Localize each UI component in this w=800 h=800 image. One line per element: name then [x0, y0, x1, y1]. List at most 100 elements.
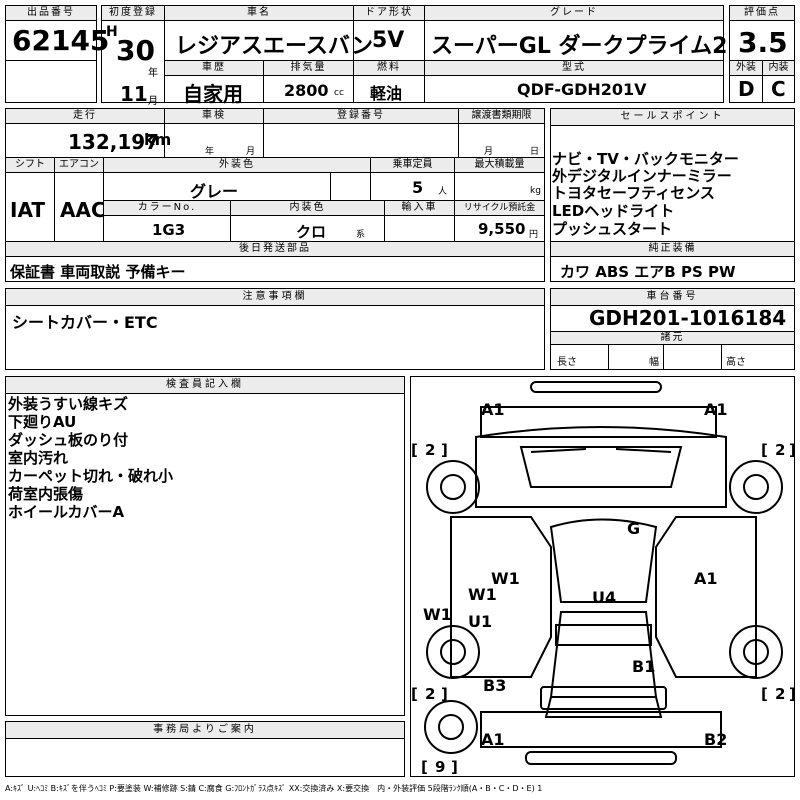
sales-point: プッシュスタート — [552, 220, 673, 238]
score: 3.5 — [738, 26, 788, 59]
score-label: 評価点 — [729, 5, 795, 21]
reg-year: 30 — [116, 34, 155, 67]
notes-label: 注意事項欄 — [6, 289, 544, 306]
recycle-label: リサイクル預託金 — [454, 200, 545, 216]
door-type: 5V — [372, 28, 405, 53]
damage-mark: U4 — [592, 588, 616, 607]
color-label: 外装色 — [103, 157, 371, 173]
lot-number-box: 出品番号 62145 — [5, 5, 109, 61]
car-diagram: A1 A1 G W1 A1 W1 U4 W1 U1 B1 B3 A1 B2 [2… — [411, 381, 794, 776]
history-label: 車歴 — [164, 60, 264, 76]
svg-text:[: [ — [761, 685, 768, 703]
mileage: 132,197 — [68, 130, 160, 154]
damage-mark: G — [627, 519, 640, 538]
grade-label: グレード — [424, 5, 724, 21]
lot-number-label: 出品番号 — [5, 5, 97, 21]
lot-number: 62145 — [12, 24, 110, 57]
divider — [663, 345, 664, 370]
exterior-color: グレー — [190, 182, 239, 201]
displacement: 2800 — [284, 81, 329, 100]
inspector-line: 室内汚れ — [8, 449, 69, 467]
divider — [54, 172, 55, 242]
sales-point: 外デジタルインナーミラー — [552, 167, 732, 185]
capacity-unit: 人 — [438, 187, 448, 197]
int-grade-label: 内装 — [762, 60, 795, 76]
damage-mark: A1 — [481, 730, 505, 749]
sales-point: LEDヘッドライト — [552, 202, 675, 220]
chassis-label: 車台番号 — [551, 289, 794, 306]
import-label: 輸入車 — [384, 200, 455, 216]
inspector-box: 検査員記入欄 — [5, 376, 405, 716]
length-label: 長さ — [557, 357, 577, 368]
height-label: 高さ — [726, 357, 746, 368]
damage-mark: A1 — [481, 400, 505, 419]
mileage-unit: km — [144, 130, 172, 149]
inspector-line: ホイールカバーA — [8, 503, 125, 521]
lot-number-lower — [5, 60, 97, 103]
fuel: 軽油 — [370, 84, 403, 103]
tire-spare: 9 — [435, 758, 445, 776]
chassis-box: 車台番号 GDH201-1016184 諸元 長さ 幅 高さ — [550, 288, 795, 370]
fuel-label: 燃料 — [353, 60, 425, 76]
air-conditioner: AAC — [60, 198, 106, 222]
damage-mark: A1 — [694, 569, 718, 588]
car-name: レジアスエースバン — [175, 34, 374, 59]
inspector-line: ダッシュ板のり付 — [8, 431, 129, 449]
displacement-box: 排気量 2800 cc — [263, 60, 354, 103]
svg-text:[: [ — [411, 685, 418, 703]
divider — [230, 215, 231, 242]
svg-text:]: ] — [441, 685, 448, 703]
damage-mark: W1 — [423, 605, 452, 624]
divider — [384, 215, 385, 242]
car-name-box: 車名 レジアスエースバン — [164, 5, 373, 61]
sales-points-box: セールスポイント — [550, 108, 795, 282]
regno-label: 登録番号 — [263, 108, 459, 124]
colorno-label: カラーNo. — [103, 200, 231, 216]
width-label: 幅 — [649, 357, 659, 368]
reg-month: 11 — [120, 82, 148, 106]
interior-color: クロ — [296, 223, 327, 241]
sales-point: ナビ・TV・バックモニター — [552, 150, 739, 168]
damage-mark: B2 — [704, 730, 727, 749]
svg-text:[: [ — [411, 441, 418, 459]
divider — [370, 172, 371, 200]
insp-year-unit: 年 — [205, 147, 215, 157]
door-label: ドア形状 — [353, 5, 425, 21]
transfer-day-unit: 日 — [530, 147, 540, 157]
divider — [458, 123, 459, 158]
grade-box: グレード スーパーGL ダークプライム2 — [424, 5, 727, 61]
tire-front-right: 2 — [775, 441, 785, 459]
year-unit: 年 — [148, 68, 158, 79]
legend: A:ｷｽﾞ U:ﾍｺﾐ B:ｷｽﾞを伴うﾍｺﾐ P:要塗装 W:補修跡 S:錆 … — [5, 784, 543, 793]
ext-grade-label: 外装 — [729, 60, 763, 76]
recycle-unit: 円 — [529, 230, 539, 240]
svg-text:[: [ — [761, 441, 768, 459]
notes-box: 注意事項欄 シートカバー・ETC — [5, 288, 545, 370]
mileage-label: 走行 — [5, 108, 165, 124]
chassis-number: GDH201-1016184 — [589, 306, 787, 330]
sales-points-label: セールスポイント — [551, 109, 794, 126]
int-grade: C — [771, 77, 786, 101]
model-label: 型式 — [424, 60, 724, 76]
car-history: 自家用 — [183, 82, 243, 106]
shift: IAT — [10, 198, 46, 222]
divider — [608, 345, 609, 370]
equipment: カワ ABS エアB PS PW — [560, 263, 736, 281]
int-grade-box: 内装 C — [762, 60, 795, 103]
displacement-unit: cc — [334, 88, 344, 98]
first-registration-label: 初度登録 — [101, 5, 165, 21]
transfer-month-unit: 月 — [484, 147, 494, 157]
office-box: 事務局よりご案内 — [5, 721, 405, 777]
inspector-line: カーペット切れ・破れ小 — [8, 467, 174, 485]
inspector-line: 下廻りAU — [8, 413, 77, 431]
color-number: 1G3 — [152, 221, 186, 239]
damage-mark: B1 — [632, 657, 655, 676]
score-box: 評価点 3.5 — [729, 5, 795, 61]
inspection-label: 車検 — [164, 108, 264, 124]
office-label: 事務局よりご案内 — [6, 722, 404, 739]
tire-rear-right: 2 — [775, 685, 785, 703]
car-diagram-box: A1 A1 G W1 A1 W1 U4 W1 U1 B1 B3 A1 B2 [2… — [410, 376, 795, 777]
damage-mark: W1 — [468, 585, 497, 604]
inspector-line: 荷室内張傷 — [8, 485, 84, 503]
damage-mark: B3 — [483, 676, 506, 695]
